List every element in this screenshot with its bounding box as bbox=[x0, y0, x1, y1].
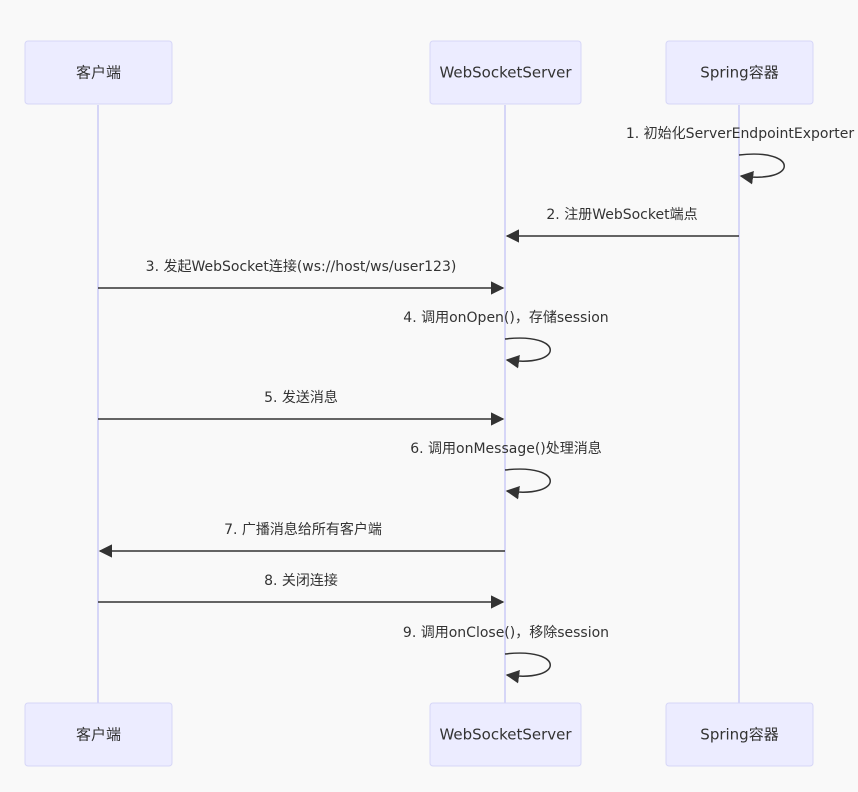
actor-server-bottom: WebSocketServer bbox=[429, 702, 582, 767]
message-label: 1. 初始化ServerEndpointExporter bbox=[626, 125, 854, 142]
actor-spring-top: Spring容器 bbox=[665, 40, 814, 105]
actor-label: WebSocketServer bbox=[439, 64, 572, 82]
message-9-on-close: 9. 调用onClose()，移除session bbox=[403, 625, 609, 684]
message-label: 3. 发起WebSocket连接(ws://host/ws/user123) bbox=[146, 258, 457, 275]
message-label: 9. 调用onClose()，移除session bbox=[403, 625, 609, 641]
actor-spring-bottom: Spring容器 bbox=[665, 702, 814, 767]
message-label: 6. 调用onMessage()处理消息 bbox=[410, 440, 602, 457]
message-3-connect: 3. 发起WebSocket连接(ws://host/ws/user123) bbox=[98, 258, 505, 295]
actor-client-top: 客户端 bbox=[24, 40, 173, 105]
message-label: 5. 发送消息 bbox=[264, 389, 338, 406]
actor-label: Spring容器 bbox=[700, 726, 778, 744]
message-1-init-exporter: 1. 初始化ServerEndpointExporter bbox=[626, 125, 854, 185]
message-5-send: 5. 发送消息 bbox=[98, 389, 505, 426]
message-8-close: 8. 关闭连接 bbox=[98, 572, 505, 609]
message-label: 8. 关闭连接 bbox=[264, 572, 338, 589]
message-6-on-message: 6. 调用onMessage()处理消息 bbox=[410, 440, 602, 500]
message-label: 4. 调用onOpen()，存储session bbox=[403, 310, 608, 326]
message-2-register-endpoint: 2. 注册WebSocket端点 bbox=[505, 207, 739, 243]
actor-label: 客户端 bbox=[76, 64, 121, 82]
actor-label: WebSocketServer bbox=[439, 726, 572, 744]
message-label: 7. 广播消息给所有客户端 bbox=[224, 521, 382, 538]
message-7-broadcast: 7. 广播消息给所有客户端 bbox=[98, 521, 505, 558]
actor-server-top: WebSocketServer bbox=[429, 40, 582, 105]
message-label: 2. 注册WebSocket端点 bbox=[546, 207, 697, 223]
message-4-on-open: 4. 调用onOpen()，存储session bbox=[403, 310, 609, 369]
actor-client-bottom: 客户端 bbox=[24, 702, 173, 767]
actor-label: Spring容器 bbox=[700, 64, 778, 82]
actor-label: 客户端 bbox=[76, 726, 121, 744]
